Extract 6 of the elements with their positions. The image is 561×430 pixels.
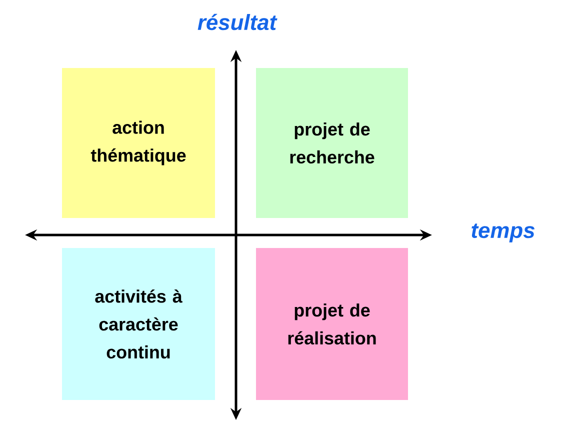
quadrant-box: activités à caractère continu [62,248,215,400]
quadrant-box: projet de réalisation [256,248,408,400]
quadrant-box: action thématique [62,68,215,218]
axis-label: temps [472,224,535,242]
axis-label: résultat [198,14,278,30]
quadrant-box: projet de recherche [256,68,408,218]
